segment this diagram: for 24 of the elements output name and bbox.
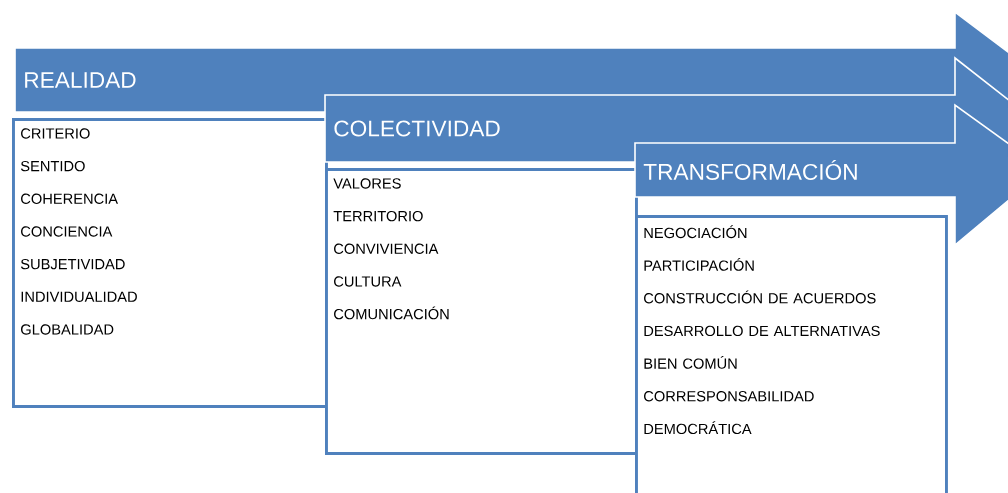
list-box [325, 168, 638, 455]
list-item: COHERENCIA [21, 193, 118, 204]
list-item: SENTIDO [20, 160, 85, 172]
list-item: BIEN COMÚN [644, 355, 737, 369]
node-label: TRANSFORMACIÓN [643, 160, 857, 180]
list-item: DESARROLLO DE ALTERNATIVAS [644, 325, 880, 337]
list-item: NEGOCIACIÓN [644, 225, 747, 239]
list-item: TERRITORIO [333, 210, 423, 222]
list-item: CRITERIO [21, 128, 90, 139]
list-item: CONSTRUCCIÓN DE ACUERDOS [644, 290, 876, 304]
list-item: CONVIVIENCIA [334, 243, 439, 254]
list-item: PARTICIPACIÓN [644, 257, 754, 271]
node-label: COLECTIVIDAD [334, 120, 500, 137]
list-item: COMUNICACIÓN [334, 306, 449, 320]
list-item: GLOBALIDAD [21, 324, 114, 335]
list-item: CORRESPONSABILIDAD DEMOCRÁTICA [644, 391, 814, 435]
list-box [12, 118, 328, 408]
list-box [635, 215, 948, 493]
list-item: INDIVIDUALIDAD [21, 291, 137, 302]
list-item: CONCIENCIA [21, 226, 113, 237]
node-label: REALIDAD [25, 72, 136, 88]
list-item: CULTURA [334, 276, 402, 287]
list-item: SUBJETIVIDAD [20, 258, 125, 270]
list-item: VALORES [333, 178, 401, 189]
